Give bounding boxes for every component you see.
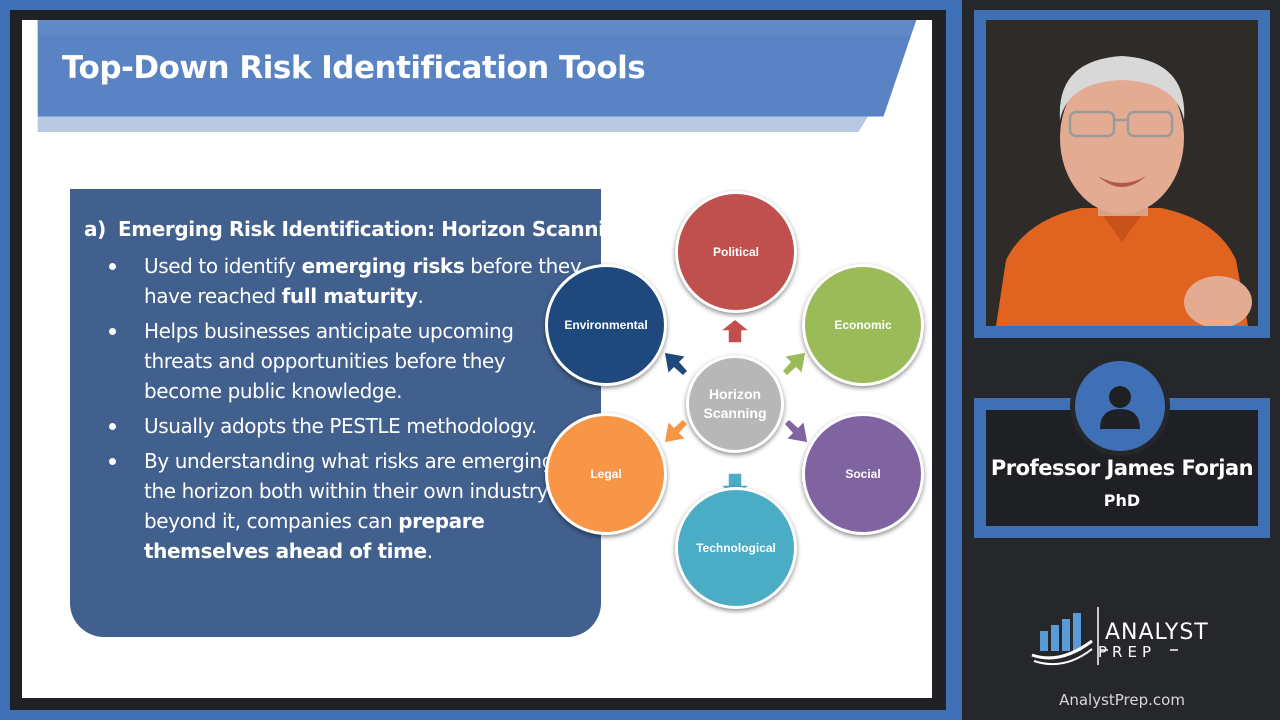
arrow-up-icon — [720, 319, 750, 343]
analystprep-logo-icon — [1031, 607, 1178, 666]
bullet-item: Usually adopts the PESTLE methodology. — [106, 411, 586, 441]
bullet-dot — [109, 328, 116, 335]
petal-economic: Economic — [802, 264, 924, 386]
section-marker: a) — [84, 217, 106, 241]
petal-political: Political — [675, 191, 797, 313]
arrow-upleft-icon — [664, 352, 690, 378]
presenter-video — [986, 20, 1258, 326]
bullet-item: Used to identify emerging risks before t… — [106, 251, 586, 311]
bullet-item: By understanding what risks are emerging… — [106, 446, 586, 566]
arrow-upright-icon — [780, 352, 806, 378]
petal-legal: Legal — [545, 413, 667, 535]
bullet-dot — [109, 458, 116, 465]
presenter-image — [986, 20, 1258, 326]
bullet-item: Helps businesses anticipate upcoming thr… — [106, 316, 586, 406]
petal-environmental: Environmental — [545, 264, 667, 386]
bullet-list: Used to identify emerging risks before t… — [106, 251, 586, 571]
title-banner — [37, 20, 917, 132]
site-url: AnalystPrep.com — [1059, 691, 1185, 709]
logo-text-main: ANALYST — [1105, 620, 1209, 645]
petal-technological: Technological — [675, 487, 797, 609]
avatar — [1075, 361, 1165, 451]
section-heading-text: Emerging Risk Identification: Horizon Sc… — [118, 217, 633, 241]
user-icon — [1100, 386, 1140, 429]
petal-social: Social — [802, 413, 924, 535]
slide-title: Top-Down Risk Identification Tools — [62, 50, 646, 86]
presenter-name: Professor James Forjan — [990, 456, 1254, 480]
horizon-scanning-box: a) Emerging Risk Identification: Horizon … — [70, 189, 633, 637]
arrow-downleft-icon — [664, 417, 690, 443]
arrow-downright-icon — [782, 417, 808, 443]
section-heading: a) Emerging Risk Identification: Horizon … — [84, 217, 633, 241]
bullet-dot — [109, 423, 116, 430]
logo-text-sub: PREP — [1098, 643, 1156, 661]
bullet-dot — [109, 263, 116, 270]
slide: Top-Down Risk Identification Tools a) Eme… — [22, 20, 932, 698]
presenter-degree: PhD — [1103, 491, 1141, 510]
